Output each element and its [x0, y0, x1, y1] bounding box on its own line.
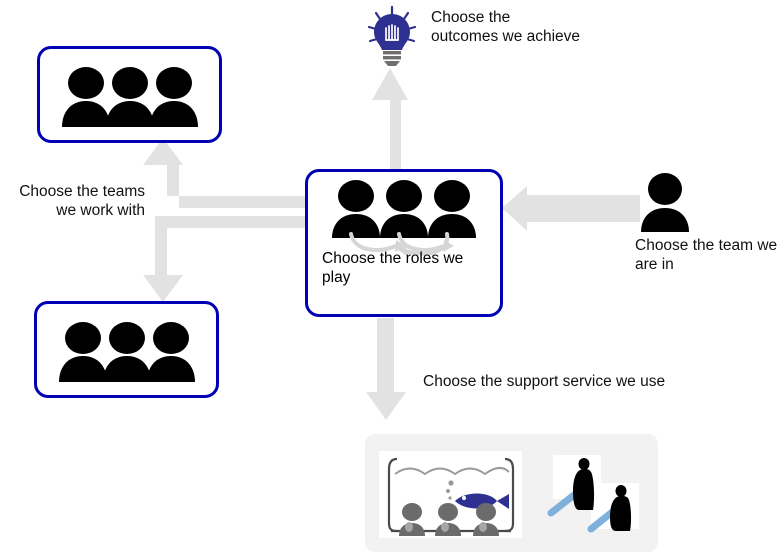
- center-box-label: Choose the roles we play: [322, 250, 464, 286]
- viewer-badges: [405, 522, 487, 532]
- support-service-panel[interactable]: [365, 434, 658, 552]
- bulb-filament: [385, 24, 399, 41]
- lightbulb-icon: [367, 5, 417, 66]
- three-people-connected-icon: [332, 180, 476, 256]
- bulb-base: [383, 51, 401, 66]
- box-choose-the-roles-we-play[interactable]: Choose the roles we play: [305, 169, 503, 317]
- connector-curves: [349, 232, 450, 256]
- robed-figure: [610, 485, 632, 531]
- bulb-rays: [367, 5, 417, 43]
- label-team-we-are-in: Choose the team we are in: [635, 237, 778, 274]
- arrow-center-to-bottom-team: [143, 216, 305, 302]
- label-support-service: Choose the support service we use: [423, 373, 666, 390]
- bubbles: [446, 480, 454, 500]
- robed-figure: [573, 458, 595, 510]
- three-people-icon: [62, 67, 198, 127]
- box-teams-we-work-with-top[interactable]: [37, 46, 222, 143]
- box-teams-we-work-with-bottom[interactable]: [34, 301, 219, 398]
- arrow-team-to-center: [502, 186, 640, 231]
- label-outcomes-we-achieve: Choose the outcomes we achieve: [431, 9, 581, 46]
- saber-figures-image: [547, 455, 646, 535]
- three-people-icon: [59, 322, 195, 382]
- label-teams-we-work-with: Choose the teams we work with: [19, 183, 145, 220]
- arrow-center-to-outcomes: [372, 68, 408, 175]
- arrow-center-to-top-team: [143, 138, 305, 208]
- aquarium-image: [379, 451, 522, 538]
- water-waves: [394, 467, 510, 476]
- person-icon: [641, 173, 689, 232]
- connector-arrowheads: [395, 240, 454, 256]
- arrow-center-to-support: [366, 318, 406, 420]
